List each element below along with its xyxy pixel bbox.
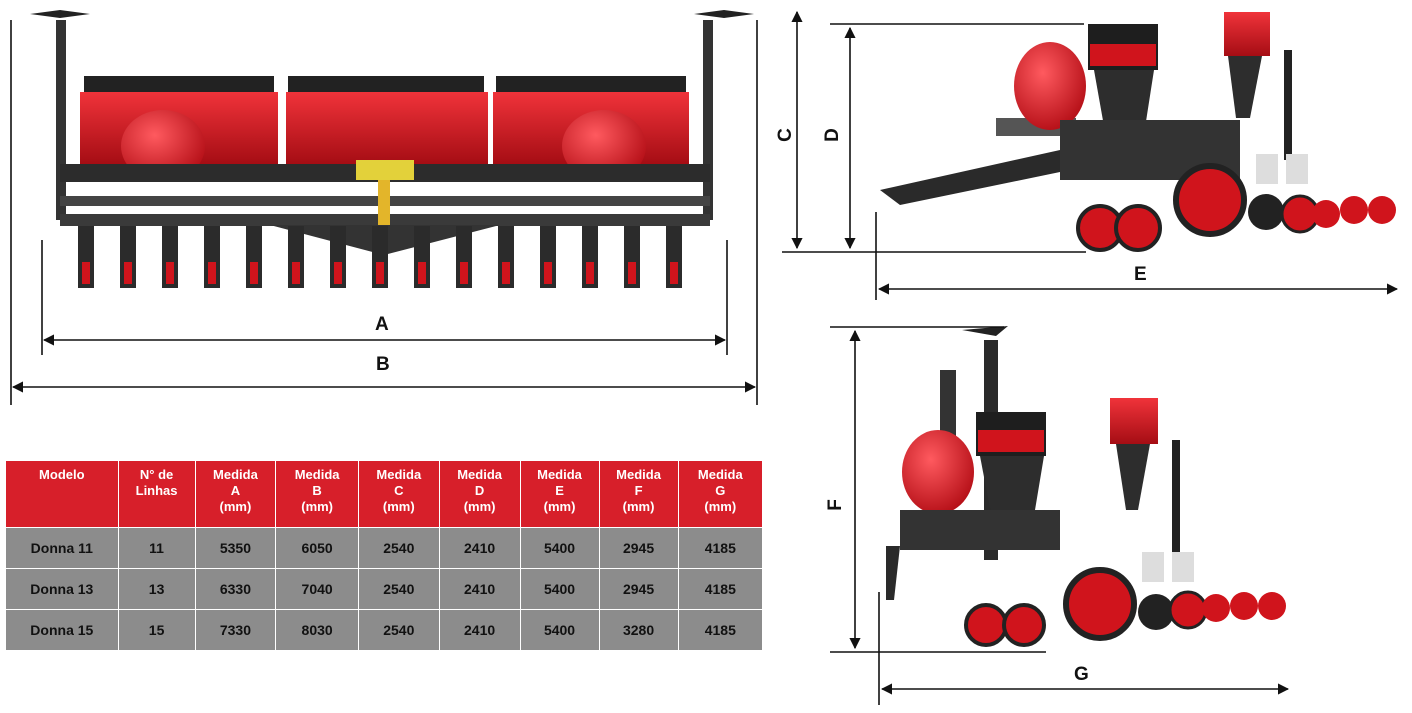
table-row: Donna 15 15 7330 8030 2540 2410 5400 328… xyxy=(5,609,764,651)
dimension-label-c: C xyxy=(774,128,796,142)
cell-medida-e: 5400 xyxy=(519,527,600,569)
cell-medida-e: 5400 xyxy=(519,609,600,651)
cell-medida-b: 7040 xyxy=(275,568,359,610)
header-text: F xyxy=(634,483,643,498)
dimension-label-b: B xyxy=(376,354,390,375)
header-text: (mm) xyxy=(622,499,655,514)
cell-linhas: 13 xyxy=(117,568,196,610)
dimension-label-e: E xyxy=(1134,264,1147,285)
header-text: Medida xyxy=(697,467,743,482)
header-text: A xyxy=(230,483,241,498)
table-row: Donna 13 13 6330 7040 2540 2410 5400 294… xyxy=(5,568,764,610)
header-text: G xyxy=(715,483,726,498)
header-text: (mm) xyxy=(463,499,496,514)
header-text: Medida xyxy=(213,467,258,482)
header-text: E xyxy=(555,483,564,498)
front-view-machine xyxy=(30,10,754,288)
header-text: (mm) xyxy=(382,499,415,514)
header-text: Linhas xyxy=(135,483,178,498)
cell-linhas: 11 xyxy=(117,527,196,569)
header-medida-c: Medida C (mm) xyxy=(357,460,440,528)
header-text: (mm) xyxy=(301,499,334,514)
header-text: C xyxy=(394,483,404,498)
cell-medida-a: 6330 xyxy=(194,568,277,610)
cell-medida-g: 4185 xyxy=(677,568,764,610)
side-view-top-machine xyxy=(880,12,1396,252)
cell-medida-d: 2410 xyxy=(438,609,521,651)
cell-linhas: 15 xyxy=(117,609,196,651)
header-text: D xyxy=(474,483,485,498)
dimension-label-a: A xyxy=(375,314,389,335)
dimension-label-d: D xyxy=(821,128,843,142)
header-text: B xyxy=(312,483,322,498)
cell-model: Donna 13 xyxy=(5,568,119,610)
cell-medida-f: 3280 xyxy=(598,609,679,651)
side-view-bottom-machine xyxy=(886,326,1286,647)
cell-medida-b: 8030 xyxy=(275,609,359,651)
dimension-label-f: F xyxy=(824,499,846,511)
table-row: Donna 11 11 5350 6050 2540 2410 5400 294… xyxy=(5,527,764,569)
header-text: Medida xyxy=(616,467,661,482)
header-text: Modelo xyxy=(39,467,85,482)
header-medida-f: Medida F (mm) xyxy=(598,460,679,528)
cell-medida-f: 2945 xyxy=(598,568,679,610)
header-text: N° de xyxy=(139,467,174,482)
cell-medida-g: 4185 xyxy=(677,609,764,651)
cell-medida-c: 2540 xyxy=(357,527,440,569)
header-text: Medida xyxy=(537,467,582,482)
cell-model: Donna 11 xyxy=(5,527,119,569)
side-view-bottom-dimension-lines xyxy=(830,326,1290,705)
specifications-table: Modelo N° de Linhas Medida A (mm) Medida… xyxy=(5,460,764,651)
header-text: (mm) xyxy=(543,499,576,514)
cell-medida-e: 5400 xyxy=(519,568,600,610)
cell-medida-f: 2945 xyxy=(598,527,679,569)
header-medida-a: Medida A (mm) xyxy=(194,460,277,528)
header-text: (mm) xyxy=(704,499,737,514)
header-text: Medida xyxy=(294,467,340,482)
table-header-row: Modelo N° de Linhas Medida A (mm) Medida… xyxy=(5,460,764,528)
dimension-label-g: G xyxy=(1074,664,1089,685)
cell-medida-d: 2410 xyxy=(438,527,521,569)
cell-medida-a: 7330 xyxy=(194,609,277,651)
header-medida-b: Medida B (mm) xyxy=(275,460,359,528)
header-medida-e: Medida E (mm) xyxy=(519,460,600,528)
header-text: Medida xyxy=(457,467,502,482)
header-medida-g: Medida G (mm) xyxy=(677,460,764,528)
cell-medida-c: 2540 xyxy=(357,609,440,651)
cell-medida-d: 2410 xyxy=(438,568,521,610)
front-dimension-lines xyxy=(10,20,758,405)
cell-medida-a: 5350 xyxy=(194,527,277,569)
header-text: (mm) xyxy=(219,499,252,514)
cell-medida-c: 2540 xyxy=(357,568,440,610)
header-linhas: N° de Linhas xyxy=(117,460,196,528)
header-medida-d: Medida D (mm) xyxy=(438,460,521,528)
cell-medida-g: 4185 xyxy=(677,527,764,569)
header-modelo: Modelo xyxy=(5,460,119,528)
cell-medida-b: 6050 xyxy=(275,527,359,569)
header-text: Medida xyxy=(376,467,422,482)
cell-model: Donna 15 xyxy=(5,609,119,651)
side-view-top-dimension-lines xyxy=(782,10,1399,300)
